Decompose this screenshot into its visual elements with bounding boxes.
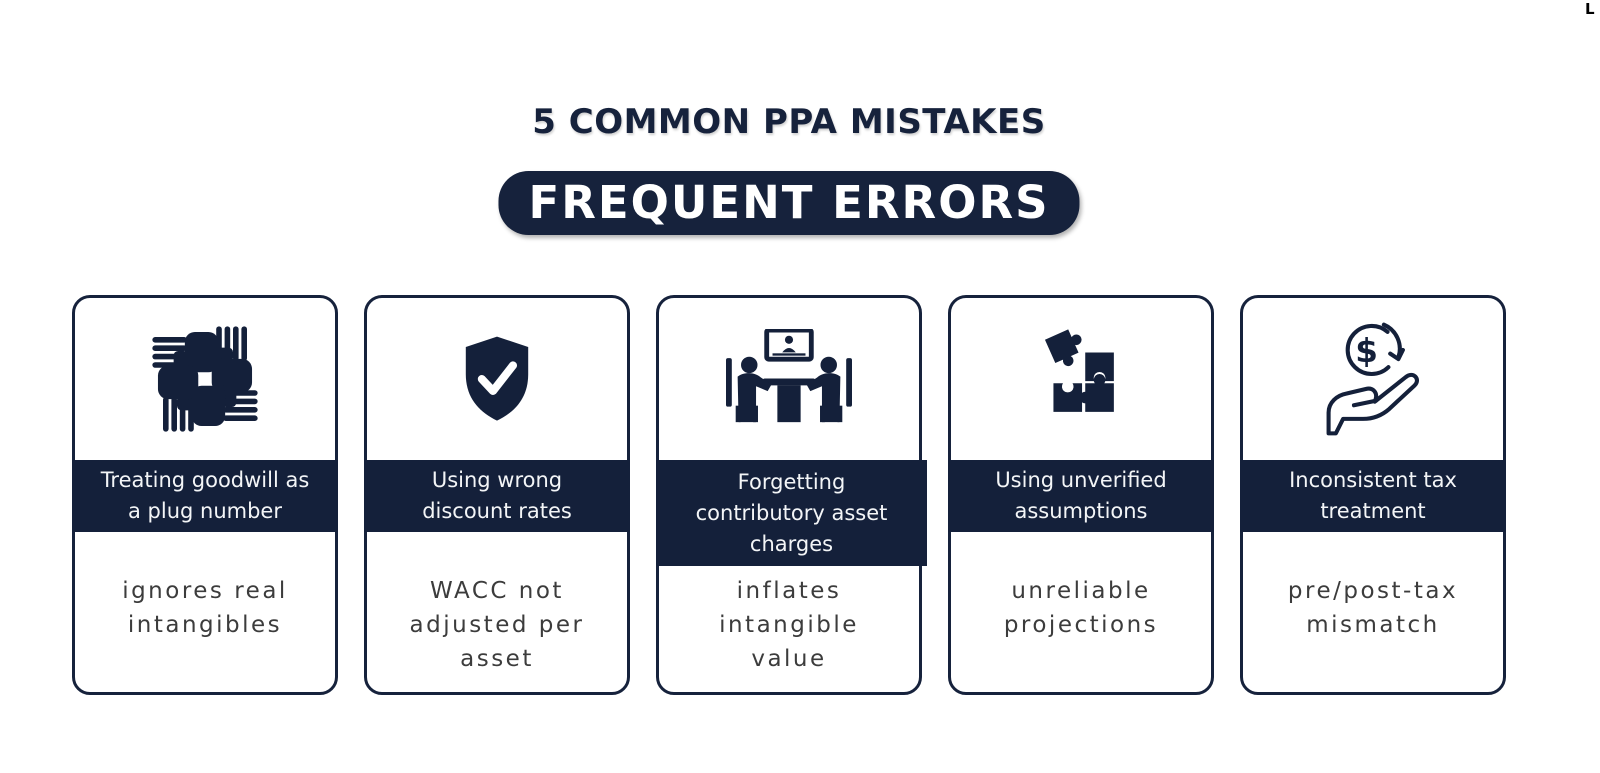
card-heading-band: Treating goodwill as a plug number — [72, 460, 338, 532]
page-title: 5 COMMON PPA MISTAKES — [532, 102, 1046, 142]
card-heading-band: Inconsistent tax treatment — [1240, 460, 1506, 532]
mistake-card-goodwill: Treating goodwill as a plug number ignor… — [72, 295, 338, 695]
card-heading-band: Forgetting contributory asset charges — [656, 460, 927, 566]
dollar-symbol: $ — [1355, 332, 1378, 370]
card-icon-area — [367, 298, 627, 460]
card-description: ignores real intangibles — [122, 578, 288, 638]
puzzle-pieces-icon — [1044, 329, 1114, 412]
card-icon-area — [659, 298, 919, 460]
shield-check-icon — [465, 336, 529, 421]
card-heading: Forgetting contributory asset charges — [695, 469, 888, 556]
video-meeting-icon — [726, 328, 852, 422]
mistake-card-contributory-charges: Forgetting contributory asset charges in… — [656, 295, 927, 695]
card-heading-band: Using unverified assumptions — [948, 460, 1214, 532]
mistake-card-discount-rates: Using wrong discount rates WACC not adju… — [364, 295, 630, 695]
card-heading: Treating goodwill as a plug number — [100, 468, 310, 523]
hand-receiving-dollar-icon: $ — [1326, 322, 1419, 436]
frequent-errors-badge: FREQUENT ERRORS — [498, 171, 1080, 235]
card-description: inflates intangible value — [719, 578, 859, 672]
card-heading-band: Using wrong discount rates — [364, 460, 630, 532]
card-icon-area — [951, 298, 1211, 460]
mistake-card-assumptions: Using unverified assumptions unreliable … — [948, 295, 1214, 695]
mistake-card-tax-treatment: $ Inconsistent tax treatment pre/post-ta… — [1240, 295, 1506, 695]
unity-hands-icon — [152, 326, 258, 432]
card-icon-area — [75, 298, 335, 460]
card-heading: Using wrong discount rates — [422, 468, 572, 523]
card-description: WACC not adjusted per asset — [409, 578, 585, 672]
card-description: unreliable projections — [1003, 578, 1159, 638]
card-heading: Inconsistent tax treatment — [1289, 468, 1457, 523]
corner-mark: L — [1585, 0, 1595, 18]
card-description: pre/post-tax mismatch — [1287, 578, 1459, 638]
card-icon-area: $ — [1243, 298, 1503, 460]
card-heading: Using unverified assumptions — [995, 468, 1167, 523]
